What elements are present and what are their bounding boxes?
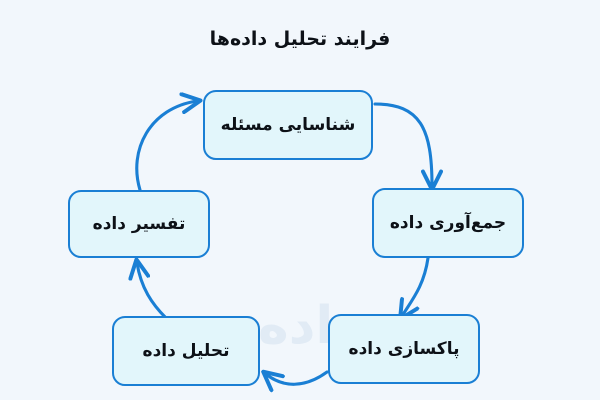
edge-collect-to-clean — [402, 256, 430, 316]
edge-interpret-to-problem — [135, 101, 197, 192]
node-clean[interactable]: پاکسازی داده — [328, 314, 480, 384]
edge-problem-to-collect — [373, 102, 432, 186]
node-analyze[interactable]: تحلیل داده — [112, 316, 260, 386]
edge-clean-to-analyze — [266, 372, 329, 384]
node-interpret[interactable]: تفسیر داده — [68, 190, 210, 258]
node-problem-label: شناسایی مسئله — [220, 114, 356, 135]
node-analyze-label: تحلیل داده — [142, 340, 230, 361]
diagram-title: فرایند تحلیل داده‌ها — [209, 28, 391, 50]
node-collect[interactable]: جمع‌آوری داده — [372, 188, 524, 258]
node-clean-label: پاکسازی داده — [348, 338, 460, 359]
node-collect-label: جمع‌آوری داده — [389, 212, 507, 233]
node-problem[interactable]: شناسایی مسئله — [203, 90, 373, 160]
edge-analyze-to-interpret — [137, 263, 168, 320]
node-interpret-label: تفسیر داده — [92, 213, 186, 234]
